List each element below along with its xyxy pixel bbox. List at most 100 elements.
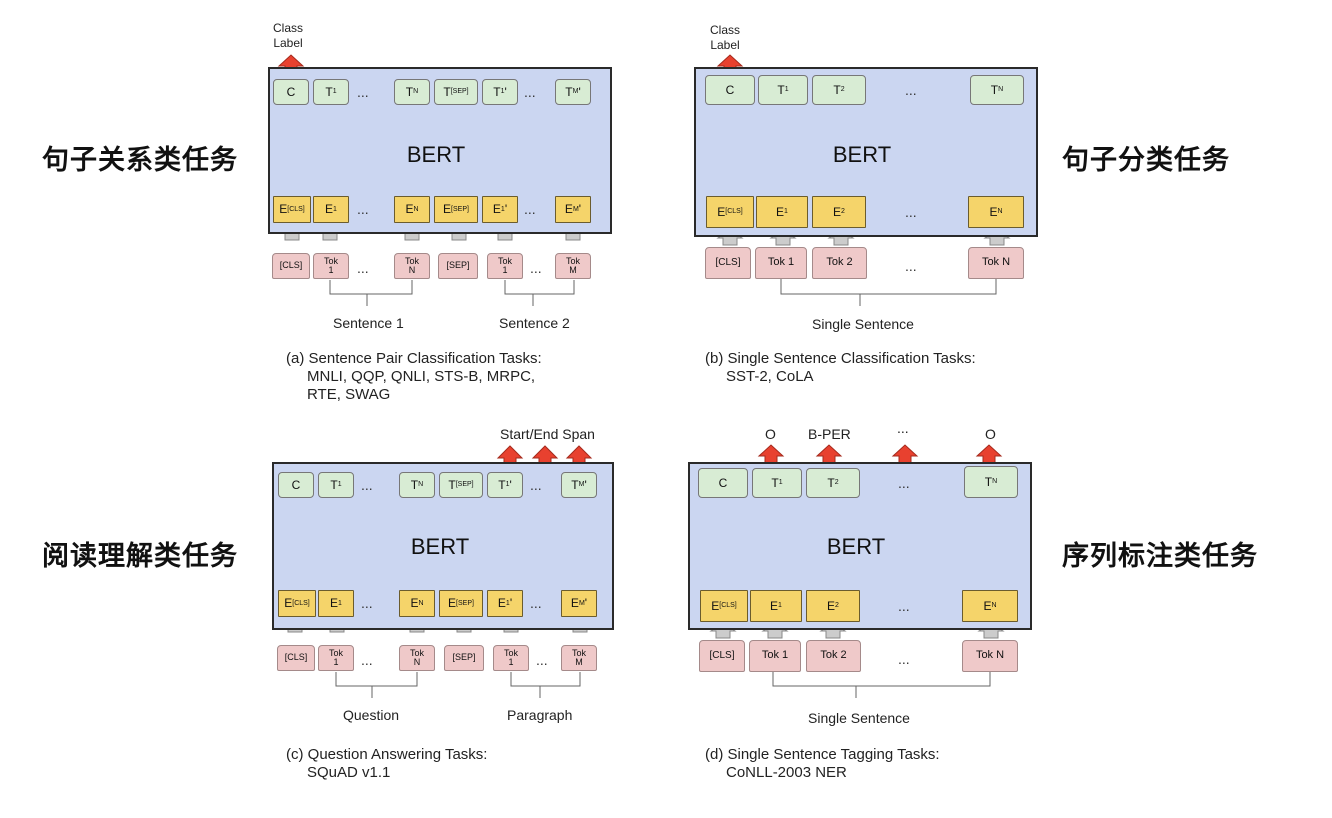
panel-c-out-tsep: T[SEP] xyxy=(439,472,483,498)
panel-c-tok-ellipsis-2: ... xyxy=(536,652,548,668)
panel-a-caption: (a) Sentence Pair Classification Tasks: … xyxy=(286,350,542,404)
panel-b-caption-line1: (b) Single Sentence Classification Tasks… xyxy=(705,350,976,367)
panel-d-output-label-ellipsis: ... xyxy=(897,420,909,436)
panel-b-output-label: Class Label xyxy=(705,23,745,53)
panel-c-emb-cls: E[CLS] xyxy=(278,590,316,617)
panel-c-output-label: Start/End Span xyxy=(500,426,595,442)
panel-d-out-c: C xyxy=(698,468,748,498)
panel-a-output-label-line1: Class xyxy=(272,21,303,35)
panel-a-output-label: Class Label xyxy=(268,21,308,51)
panel-a-emb-ellipsis-2: ... xyxy=(524,201,536,217)
panel-a-tok-sep: [SEP] xyxy=(438,253,478,279)
panel-b-emb-cls: E[CLS] xyxy=(706,196,754,228)
label-reading-comprehension-tasks: 阅读理解类任务 xyxy=(42,541,238,572)
panel-c-tok-sep: [SEP] xyxy=(444,645,484,671)
panel-a-tok-ellipsis-2: ... xyxy=(530,260,542,276)
panel-a-group-sentence-2: Sentence 2 xyxy=(499,315,570,331)
panel-d-group-single-sentence: Single Sentence xyxy=(808,710,910,726)
panel-a-caption-line2: MNLI, QQP, QNLI, STS-B, MRPC, xyxy=(307,368,536,385)
panel-a-caption-line3: RTE, SWAG xyxy=(307,386,391,403)
panel-d-tok-n: Tok N xyxy=(962,640,1018,672)
panel-b-out-c: C xyxy=(705,75,755,105)
panel-b-tok-n: Tok N xyxy=(968,247,1024,279)
panel-a-caption-line1: (a) Sentence Pair Classification Tasks: xyxy=(286,350,542,367)
panel-c-caption-line2: SQuAD v1.1 xyxy=(307,764,391,781)
panel-a-out-ellipsis-1: ... xyxy=(357,84,369,100)
panel-a-out-c: C xyxy=(273,79,309,105)
panel-d-output-label-o-2: O xyxy=(985,426,996,442)
panel-c-out-ellipsis-1: ... xyxy=(361,477,373,493)
panel-a-bert-label: BERT xyxy=(406,142,466,167)
panel-b-caption-line2: SST-2, CoLA xyxy=(726,368,814,385)
panel-b-caption: (b) Single Sentence Classification Tasks… xyxy=(705,350,976,386)
panel-d-tok-cls: [CLS] xyxy=(699,640,745,672)
panel-b-group-single-sentence: Single Sentence xyxy=(812,316,914,332)
panel-b-tok-cls: [CLS] xyxy=(705,247,751,279)
label-sentence-relation-tasks: 句子关系类任务 xyxy=(42,145,238,176)
panel-a-emb-cls: E[CLS] xyxy=(273,196,311,223)
label-sequence-labeling-tasks: 序列标注类任务 xyxy=(1062,541,1258,572)
panel-c-emb-ellipsis-2: ... xyxy=(530,595,542,611)
panel-c-emb-sep: E[SEP] xyxy=(439,590,483,617)
panel-c-tok-cls: [CLS] xyxy=(277,645,315,671)
panel-b-tok-ellipsis: ... xyxy=(905,258,917,274)
panel-d-caption-line1: (d) Single Sentence Tagging Tasks: xyxy=(705,746,940,763)
panel-c-out-c: C xyxy=(278,472,314,498)
panel-d-caption: (d) Single Sentence Tagging Tasks: CoNLL… xyxy=(705,746,940,782)
panel-c-emb-ellipsis-1: ... xyxy=(361,595,373,611)
panel-b-bert-label: BERT xyxy=(832,142,892,167)
panel-d-tok-1: Tok 1 xyxy=(749,640,801,672)
panel-c-out-ellipsis-2: ... xyxy=(530,477,542,493)
panel-b-emb-ellipsis: ... xyxy=(905,204,917,220)
panel-c-group-paragraph: Paragraph xyxy=(507,707,573,723)
panel-c-caption-line1: (c) Question Answering Tasks: xyxy=(286,746,488,763)
panel-a-emb-ellipsis-1: ... xyxy=(357,201,369,217)
panel-d-tok-2: Tok 2 xyxy=(806,640,861,672)
panel-a-group-sentence-1: Sentence 1 xyxy=(333,315,404,331)
panel-a-emb-sep: E[SEP] xyxy=(434,196,478,223)
panel-d-caption-line2: CoNLL-2003 NER xyxy=(726,764,847,781)
panel-b-tok-1: Tok 1 xyxy=(755,247,807,279)
panel-b-output-label-line2: Label xyxy=(710,38,740,52)
panel-d-output-label-o-1: O xyxy=(765,426,776,442)
panel-a-tok-ellipsis-1: ... xyxy=(357,260,369,276)
panel-d-output-label-b-per: B-PER xyxy=(808,426,851,442)
panel-a-tok-cls: [CLS] xyxy=(272,253,310,279)
panel-c-caption: (c) Question Answering Tasks: SQuAD v1.1 xyxy=(286,746,487,782)
panel-b-tok-2: Tok 2 xyxy=(812,247,867,279)
panel-c-tok-ellipsis-1: ... xyxy=(361,652,373,668)
panel-d-tok-ellipsis: ... xyxy=(898,651,910,667)
